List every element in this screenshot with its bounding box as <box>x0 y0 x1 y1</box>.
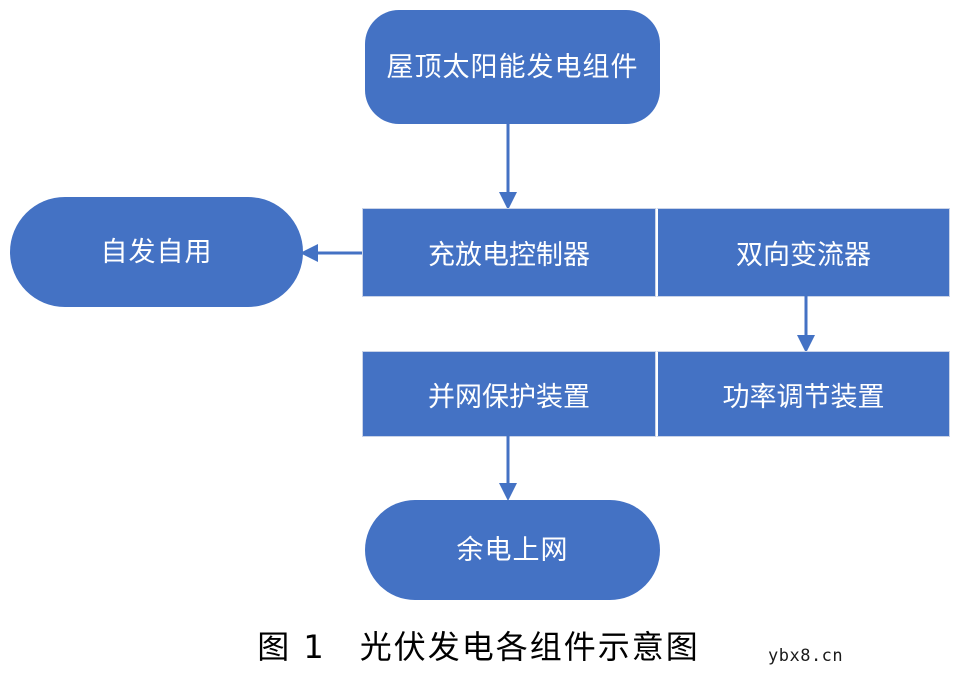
component-row-1: 充放电控制器 双向变流器 <box>362 208 950 297</box>
arrow-down-icon <box>499 122 517 210</box>
connector-charge-controller-to-self-use <box>296 238 366 268</box>
node-grid-protection-device[interactable]: 并网保护装置 <box>362 351 656 437</box>
arrow-down-icon <box>499 435 517 501</box>
node-bidirectional-converter[interactable]: 双向变流器 <box>656 208 950 297</box>
node-label: 余电上网 <box>456 534 569 565</box>
node-label: 双向变流器 <box>736 240 871 270</box>
node-power-regulation-device[interactable]: 功率调节装置 <box>656 351 950 437</box>
watermark: ybx8.cn <box>768 646 843 666</box>
figure-caption: 图 1 光伏发电各组件示意图 <box>0 622 957 668</box>
node-label: 屋顶太阳能发电组件 <box>386 51 639 82</box>
node-charge-controller[interactable]: 充放电控制器 <box>362 208 656 297</box>
arrow-left-icon <box>300 244 364 262</box>
node-self-consumption[interactable]: 自发自用 <box>10 197 303 307</box>
figure-caption-text: 图 1 光伏发电各组件示意图 <box>257 628 700 666</box>
node-label: 功率调节装置 <box>722 381 885 412</box>
node-surplus-to-grid[interactable]: 余电上网 <box>365 500 660 600</box>
node-label: 并网保护装置 <box>428 381 590 412</box>
node-label: 自发自用 <box>100 236 213 267</box>
connector-pv-to-charge-controller <box>493 122 523 212</box>
component-row-2: 并网保护装置 功率调节装置 <box>362 351 950 437</box>
node-label: 充放电控制器 <box>428 240 590 270</box>
node-rooftop-pv-array[interactable]: 屋顶太阳能发电组件 <box>365 10 660 124</box>
connector-grid-protection-to-grid-feed <box>493 435 523 503</box>
connector-converter-to-power-regulator <box>791 295 821 355</box>
arrow-down-icon <box>797 295 815 353</box>
watermark-text: ybx8.cn <box>768 646 844 666</box>
